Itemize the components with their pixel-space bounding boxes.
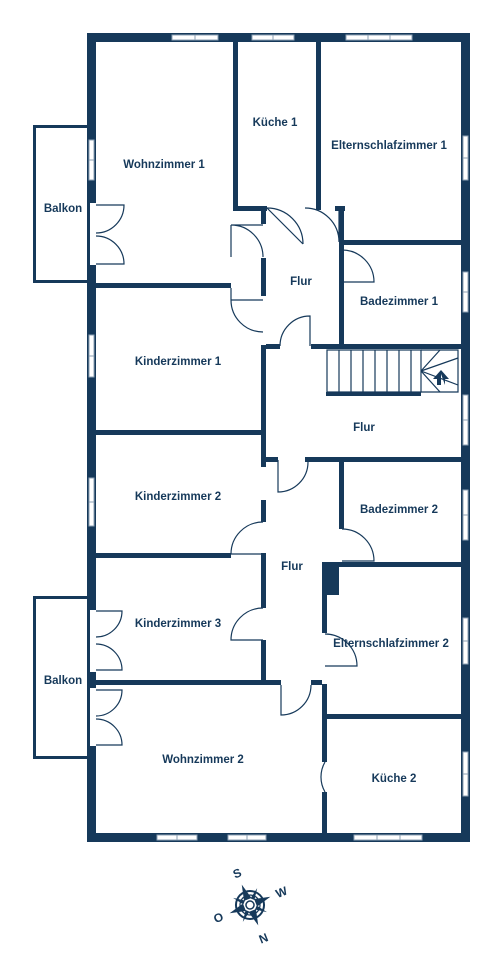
doors	[90, 203, 375, 793]
compass-north: N	[257, 930, 270, 946]
compass-west: W	[274, 883, 290, 900]
room-label-wohnzimmer-1: Wohnzimmer 1	[123, 159, 205, 171]
room-label-kueche-1: Küche 1	[253, 117, 298, 129]
staircase	[326, 349, 459, 393]
room-label-flur-1: Flur	[290, 276, 312, 288]
room-label-badezimmer-1: Badezimmer 1	[360, 296, 439, 308]
room-label-elternschlafzimmer-1: Elternschlafzimmer 1	[331, 140, 447, 152]
balcony-walls	[33, 125, 96, 759]
room-label-balkon-1: Balkon	[44, 203, 82, 215]
room-label-kueche-2: Küche 2	[372, 773, 417, 785]
room-label-flur-2: Flur	[353, 422, 375, 434]
room-label-kinderzimmer-2: Kinderzimmer 2	[135, 491, 221, 503]
windows	[88, 34, 469, 841]
room-label-badezimmer-2: Badezimmer 2	[360, 504, 438, 516]
room-label-kinderzimmer-1: Kinderzimmer 1	[135, 356, 222, 368]
room-label-wohnzimmer-2: Wohnzimmer 2	[162, 754, 244, 766]
interior-walls	[96, 42, 461, 833]
compass-east: O	[212, 909, 226, 925]
room-label-flur-3: Flur	[281, 561, 303, 573]
room-label-elternschlafzimmer-2: Elternschlafzimmer 2	[333, 638, 449, 650]
stair-arrow-icon	[433, 370, 449, 385]
outer-walls	[87, 33, 470, 842]
room-labels: Wohnzimmer 1 Küche 1 Elternschlafzimmer …	[44, 117, 449, 785]
room-label-balkon-2: Balkon	[44, 675, 82, 687]
compass-rose: N S W O	[212, 865, 290, 946]
compass-south: S	[231, 865, 244, 881]
room-label-kinderzimmer-3: Kinderzimmer 3	[135, 618, 221, 630]
